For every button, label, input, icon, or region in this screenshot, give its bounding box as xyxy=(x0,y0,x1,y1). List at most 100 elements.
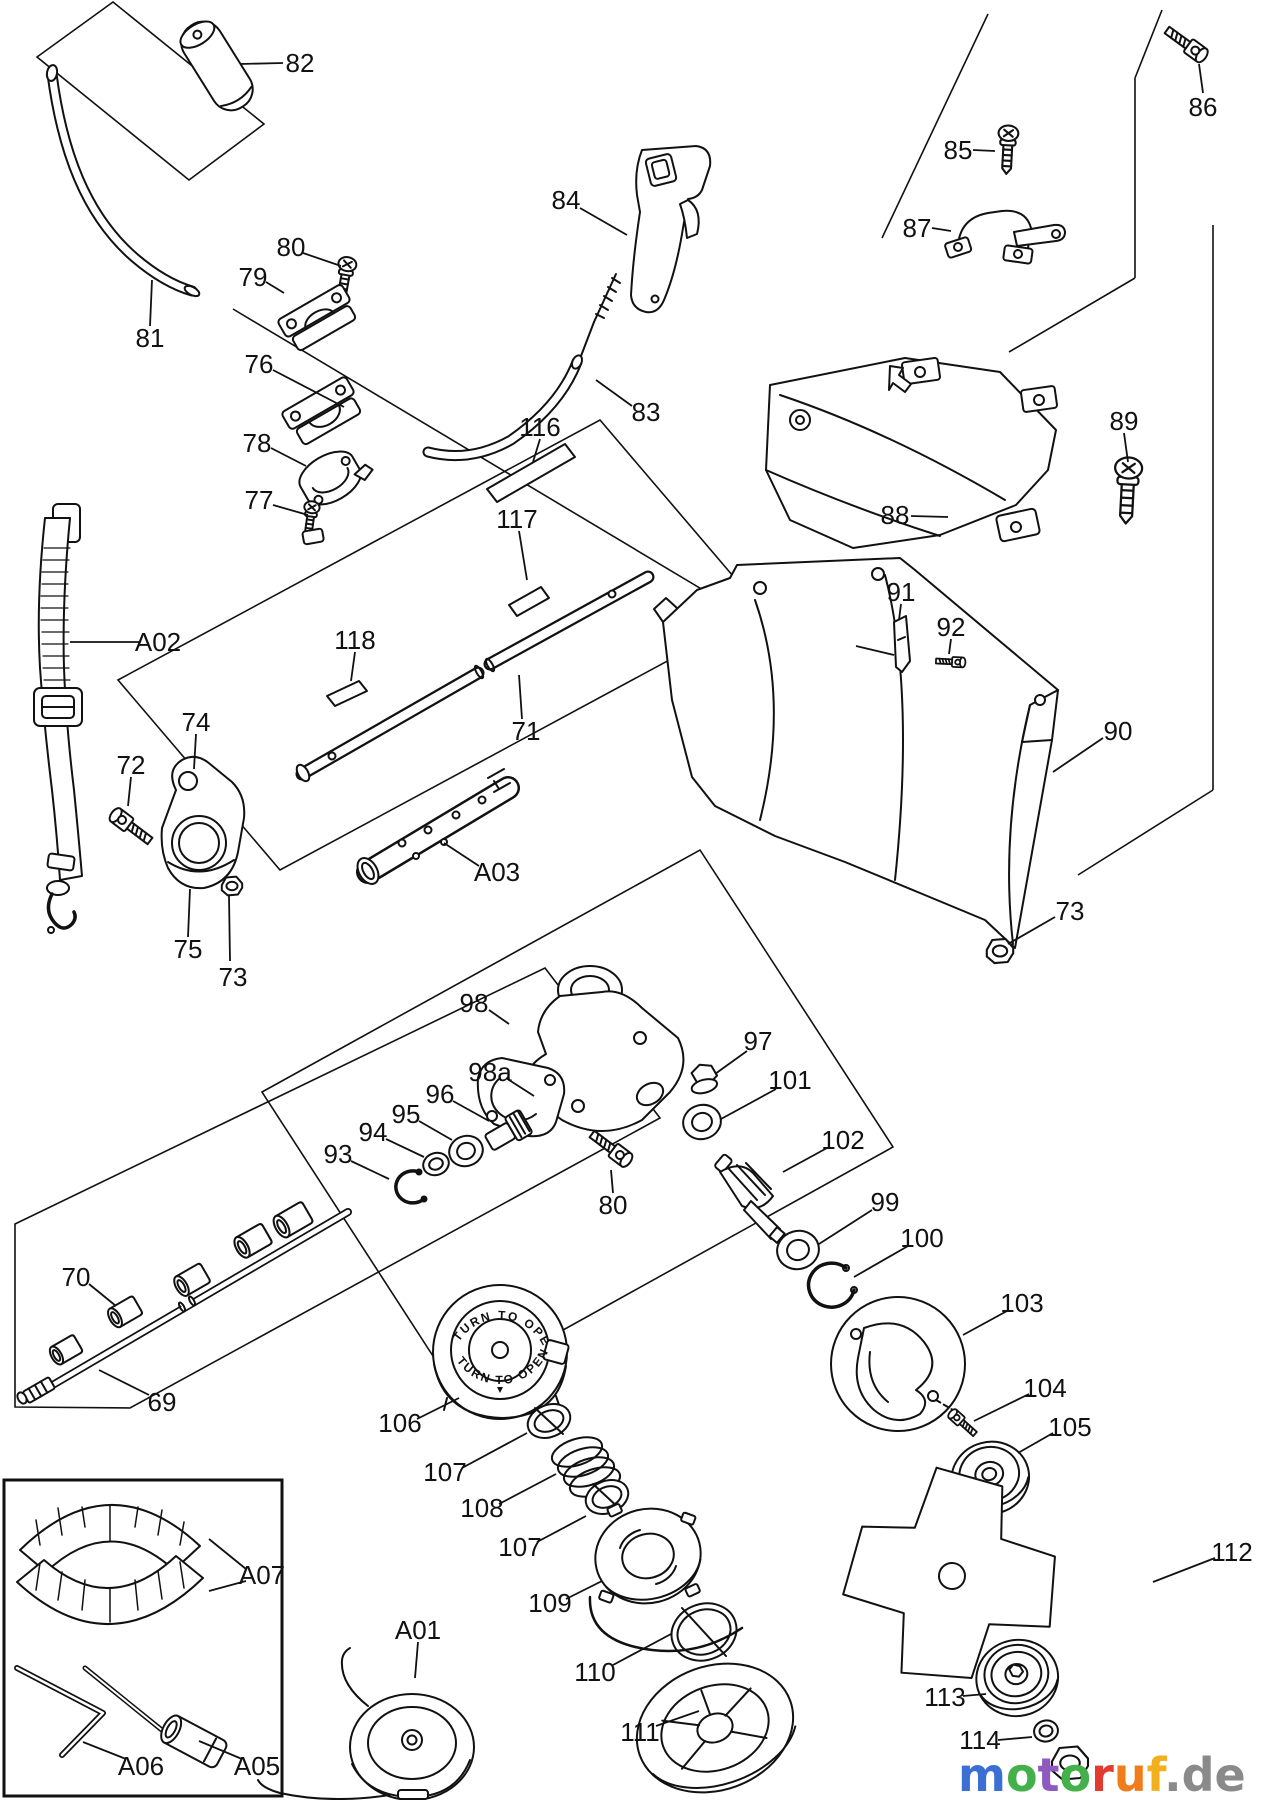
label-88: 88 xyxy=(881,500,910,530)
part-80-screw-2 xyxy=(586,1126,636,1170)
part-97-plug-bolt xyxy=(690,1063,719,1095)
label-111: 111 xyxy=(620,1717,660,1747)
label-72: 72 xyxy=(117,750,146,780)
label-71: 71 xyxy=(512,716,541,746)
label-116: 116 xyxy=(519,412,560,442)
label-92: 92 xyxy=(937,612,966,642)
tool-kit-box xyxy=(2,1478,284,1798)
divider-line xyxy=(232,308,746,616)
group-box-gearhead xyxy=(260,848,895,1392)
part-69-flexible-shaft xyxy=(16,1208,352,1405)
part-114-washer xyxy=(1033,1719,1059,1743)
label-101: 101 xyxy=(768,1065,811,1095)
label-73b: 73 xyxy=(1056,896,1085,926)
label-89: 89 xyxy=(1110,406,1139,436)
part-107-oring-2 xyxy=(584,1479,630,1515)
label-77: 77 xyxy=(245,485,274,515)
leader-lines xyxy=(70,62,1216,1760)
part-107-oring-1 xyxy=(526,1403,572,1439)
part-73-nut-left xyxy=(220,875,244,897)
part-104-screw xyxy=(945,1406,980,1440)
label-a01: A01 xyxy=(395,1615,441,1645)
watermark-motoruf: motoruf.de xyxy=(958,1748,1246,1800)
part-85-screw xyxy=(995,123,1020,176)
part-109-spool-holder xyxy=(594,1503,702,1605)
label-102: 102 xyxy=(821,1125,864,1155)
label-83: 83 xyxy=(632,397,661,427)
label-97: 97 xyxy=(744,1026,773,1056)
wm-letter: m xyxy=(958,1748,1006,1800)
part-116-sticker xyxy=(486,443,576,503)
label-104: 104 xyxy=(1023,1373,1066,1403)
part-a07-protector-extensions xyxy=(16,1504,204,1625)
label-105: 105 xyxy=(1048,1412,1091,1442)
label-79: 79 xyxy=(239,262,268,292)
part-labels: 82 86 85 84 87 80 79 81 76 83 78 77 116 … xyxy=(62,48,1253,1781)
label-114: 114 xyxy=(959,1725,1000,1755)
part-75-hanger-lower xyxy=(167,859,235,873)
part-81-loop-handle xyxy=(45,64,201,298)
label-82: 82 xyxy=(286,48,315,78)
part-86-socket-screw xyxy=(1161,22,1212,66)
label-99: 99 xyxy=(871,1187,900,1217)
head-cap-text: TURN TO OPEN TURN TO OPEN xyxy=(0,0,552,1387)
part-82-handle-grip xyxy=(179,20,254,112)
part-113-receive-cup xyxy=(975,1638,1060,1718)
label-70: 70 xyxy=(62,1262,91,1292)
part-93-snap-ring xyxy=(394,1168,428,1205)
label-112: 112 xyxy=(1211,1537,1252,1567)
label-117: 117 xyxy=(496,504,537,534)
part-98a-clamp-half xyxy=(476,1057,566,1138)
part-74-hanger-bracket xyxy=(160,755,246,890)
label-106: 106 xyxy=(378,1408,421,1438)
wm-letter: u xyxy=(1114,1748,1147,1800)
label-69: 69 xyxy=(148,1387,177,1417)
label-113: 113 xyxy=(924,1682,965,1712)
part-90-protector-lower xyxy=(653,557,1059,949)
label-107a: 107 xyxy=(423,1457,466,1487)
part-a01-trimmer-head xyxy=(257,1647,475,1800)
label-86: 86 xyxy=(1189,92,1218,122)
part-102-gear-shaft xyxy=(714,1153,786,1244)
wm-letter: f xyxy=(1147,1748,1168,1800)
part-77-screw xyxy=(299,499,325,546)
part-78-clamp-lower xyxy=(298,450,374,506)
label-a03: A03 xyxy=(474,857,520,887)
part-a03-inner-pipe xyxy=(356,768,520,885)
label-90: 90 xyxy=(1104,716,1133,746)
group-box-flexshaft xyxy=(14,966,662,1409)
wm-letter: o xyxy=(1060,1748,1092,1800)
label-87: 87 xyxy=(903,213,932,243)
label-78: 78 xyxy=(243,428,272,458)
wm-letter: o xyxy=(1006,1748,1038,1800)
label-a02: A02 xyxy=(135,627,181,657)
part-111-spool-housing xyxy=(635,1662,797,1794)
label-74: 74 xyxy=(182,707,211,737)
part-94-washer xyxy=(422,1151,450,1177)
part-89-screw xyxy=(1111,455,1144,526)
part-101-bearing xyxy=(682,1103,722,1141)
label-98a: 98a xyxy=(468,1057,512,1087)
wm-letter: t xyxy=(1038,1748,1060,1800)
label-103: 103 xyxy=(1000,1288,1043,1318)
label-80b: 80 xyxy=(599,1190,628,1220)
wm-suffix: .de xyxy=(1164,1748,1246,1800)
label-98: 98 xyxy=(460,988,489,1018)
label-100: 100 xyxy=(900,1223,943,1253)
label-107b: 107 xyxy=(498,1532,541,1562)
part-a05-socket-wrench xyxy=(82,1665,228,1769)
label-a07: A07 xyxy=(239,1560,285,1590)
label-81: 81 xyxy=(136,323,165,353)
label-93: 93 xyxy=(324,1139,353,1169)
group-lines-top-right xyxy=(881,9,1214,876)
part-84-throttle-handle xyxy=(580,145,712,357)
part-72-screw xyxy=(106,805,156,849)
label-118: 118 xyxy=(334,625,375,655)
part-76-clamp-upper xyxy=(281,376,362,446)
label-a06: A06 xyxy=(118,1751,164,1781)
part-112-cutter-blade xyxy=(842,1466,1056,1679)
label-110: 110 xyxy=(574,1657,615,1687)
label-75: 75 xyxy=(174,934,203,964)
